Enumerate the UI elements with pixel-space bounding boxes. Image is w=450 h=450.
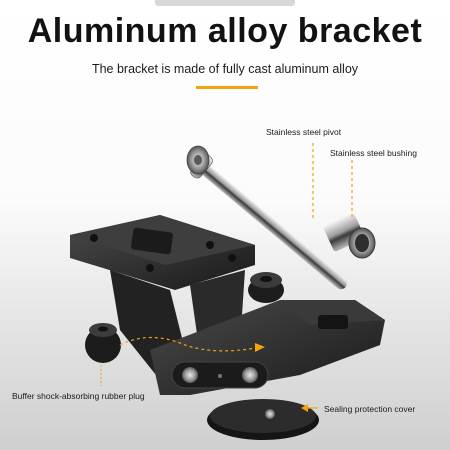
motion-arrow [119, 336, 256, 352]
callout-rubber-plug: Buffer shock-absorbing rubber plug [12, 391, 145, 401]
header-decor-strip [155, 0, 295, 6]
page-title: Aluminum alloy bracket [27, 12, 423, 50]
stainless-steel-pivot [186, 145, 347, 290]
sealing-protection-cover [207, 399, 319, 440]
leader-lines [312, 143, 353, 220]
motion-arrow-head [255, 343, 265, 352]
aluminum-bracket-body [70, 215, 385, 395]
callout-bushing: Stainless steel bushing [330, 148, 417, 158]
accent-bar [196, 86, 258, 89]
callout-pivot: Stainless steel pivot [266, 127, 342, 137]
page-subtitle: The bracket is made of fully cast alumin… [91, 62, 359, 76]
stainless-steel-bushing [323, 213, 376, 259]
callout-cover: Sealing protection cover [324, 404, 416, 414]
rubber-plug-left [85, 323, 121, 363]
rubber-plug-top [248, 272, 284, 303]
